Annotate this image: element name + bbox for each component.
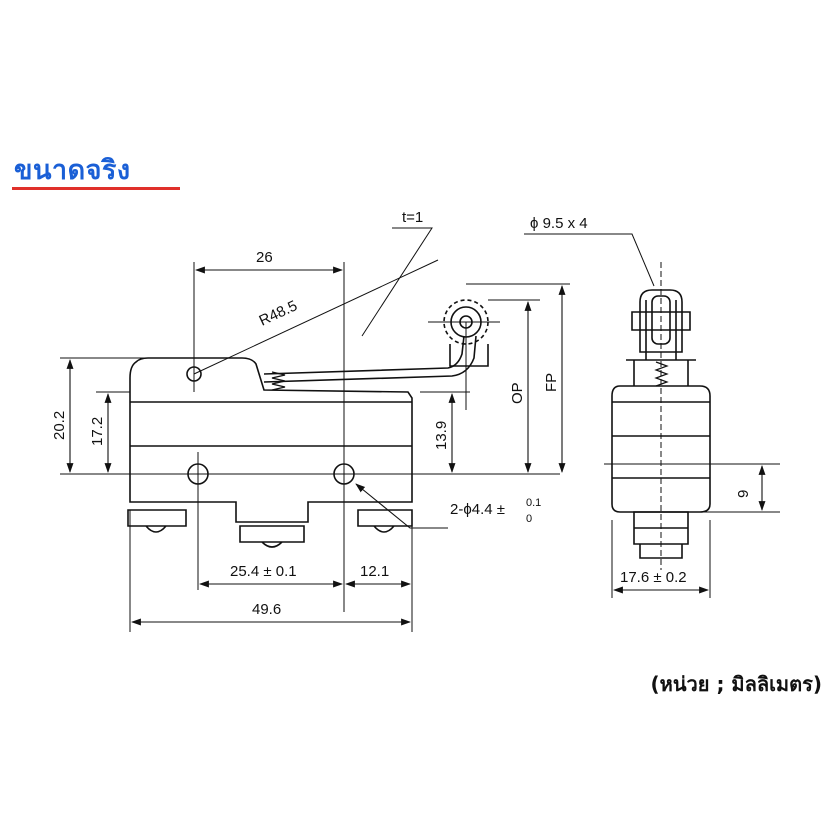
dim-op: OP <box>509 382 526 404</box>
dim-radius: R48.5 <box>257 297 300 329</box>
unit-note: (หน่วย ; มิลลิเมตร) <box>650 672 822 696</box>
dim-side-width: 17.6 ± 0.2 <box>620 569 687 586</box>
dim-hole-pitch: 25.4 ± 0.1 <box>230 563 297 580</box>
dim-holes-tol-lower: 0 <box>526 513 532 525</box>
lever-arm <box>263 335 477 383</box>
dim-body-height: 17.2 <box>89 417 106 446</box>
terminal-left <box>127 509 187 533</box>
dim-top-width: 26 <box>256 249 273 266</box>
side-terminal <box>633 511 689 559</box>
dim-roller: ϕ 9.5 x 4 <box>530 215 588 232</box>
side-spring <box>654 361 669 387</box>
dim-mount-height: 13.9 <box>433 421 450 450</box>
dim-hole-to-edge: 12.1 <box>360 563 389 580</box>
title-underline <box>12 187 180 190</box>
side-axle <box>631 311 691 331</box>
side-plunger <box>626 359 696 386</box>
dim-holes: 2-ϕ4.4 ± <box>450 501 505 518</box>
roller-bracket <box>449 344 489 367</box>
terminal-middle <box>239 525 305 548</box>
dim-total-height: 20.2 <box>51 411 68 440</box>
dim-fp: FP <box>543 373 560 392</box>
terminal-right <box>357 509 413 533</box>
page-title: ขนาดจริง <box>14 155 131 186</box>
side-body-outline <box>611 385 711 513</box>
dimension-lines <box>66 266 566 626</box>
extension-lines <box>60 227 570 632</box>
dim-total-length: 49.6 <box>252 601 281 618</box>
dim-holes-tol-upper: 0.1 <box>526 497 541 509</box>
dim-lever-thickness: t=1 <box>402 209 423 226</box>
side-extension-lines <box>524 233 780 598</box>
dim-side-offset: 9 <box>735 490 752 498</box>
switch-body-outline <box>129 357 413 523</box>
